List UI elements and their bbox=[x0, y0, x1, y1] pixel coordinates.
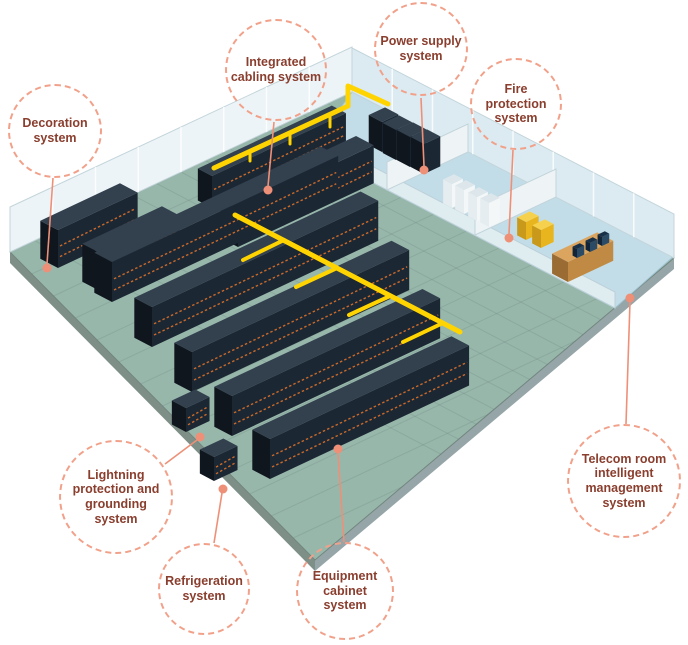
callout-integrated-cabling-system: Integrated cabling system bbox=[225, 19, 327, 121]
anchor-dot-cabling bbox=[263, 185, 273, 195]
callout-label: Refrigeration system bbox=[165, 574, 243, 603]
support-room-equipment bbox=[368, 107, 614, 282]
anchor-dot-telecom bbox=[625, 293, 635, 303]
callout-label: Telecom room intelligent management syst… bbox=[581, 451, 667, 510]
anchor-dot-equipment bbox=[333, 444, 343, 454]
cabling-branch bbox=[241, 238, 286, 262]
cabling-branch bbox=[401, 321, 445, 344]
anchor-dot-fire bbox=[504, 233, 514, 243]
floor-slab-edge-left bbox=[10, 252, 315, 571]
anchor-dot-refrigeration bbox=[218, 484, 228, 494]
cabling-branch bbox=[347, 294, 392, 317]
rack-row bbox=[171, 389, 210, 432]
leader-power-supply-system bbox=[419, 97, 429, 175]
cabling-trunk bbox=[232, 212, 463, 335]
rack-row bbox=[252, 336, 470, 479]
leader-decoration-system bbox=[42, 177, 54, 273]
floor-slab-edge-right bbox=[315, 258, 674, 571]
callout-fire-protection-system: Fire protection system bbox=[470, 58, 562, 150]
equipment-cabinet-rows bbox=[40, 105, 470, 481]
leader-fire-protection-system bbox=[504, 149, 514, 243]
callout-decoration-system: Decoration system bbox=[8, 84, 102, 178]
cabling-tray-back bbox=[211, 83, 391, 171]
anchor-dot-power bbox=[419, 165, 429, 175]
leader-refrigeration-system bbox=[213, 484, 228, 544]
callout-label: Integrated cabling system bbox=[230, 55, 322, 84]
rack-row bbox=[174, 240, 410, 392]
rack-row bbox=[214, 288, 441, 436]
callout-label: Power supply system bbox=[380, 34, 462, 63]
callout-refrigeration-system: Refrigeration system bbox=[158, 543, 250, 635]
leader-equipment-cabinet-system bbox=[333, 444, 345, 543]
rack-row bbox=[94, 146, 339, 302]
rack-row bbox=[134, 191, 379, 347]
callout-label: Decoration system bbox=[22, 116, 88, 145]
rack-row bbox=[199, 438, 238, 481]
leader-telecom-management-system bbox=[625, 293, 635, 425]
cable-trays bbox=[211, 83, 463, 344]
callout-equipment-cabinet-system: Equipment cabinet system bbox=[296, 542, 394, 640]
anchor-dot-lightning bbox=[195, 432, 205, 442]
callout-label: Equipment cabinet system bbox=[312, 568, 378, 613]
cabling-branch bbox=[294, 266, 339, 289]
callout-label: Fire protection system bbox=[485, 81, 547, 126]
leader-lightning-protection-system bbox=[164, 432, 205, 465]
callout-label: Lightning protection and grounding syste… bbox=[72, 467, 160, 526]
callout-power-supply-system: Power supply system bbox=[374, 2, 468, 96]
anchor-dot-decoration bbox=[42, 263, 52, 273]
callout-telecom-management-system: Telecom room intelligent management syst… bbox=[567, 424, 681, 538]
callout-leaders bbox=[42, 97, 635, 544]
leader-integrated-cabling-system bbox=[263, 121, 275, 195]
callout-lightning-protection-system: Lightning protection and grounding syste… bbox=[59, 440, 173, 554]
